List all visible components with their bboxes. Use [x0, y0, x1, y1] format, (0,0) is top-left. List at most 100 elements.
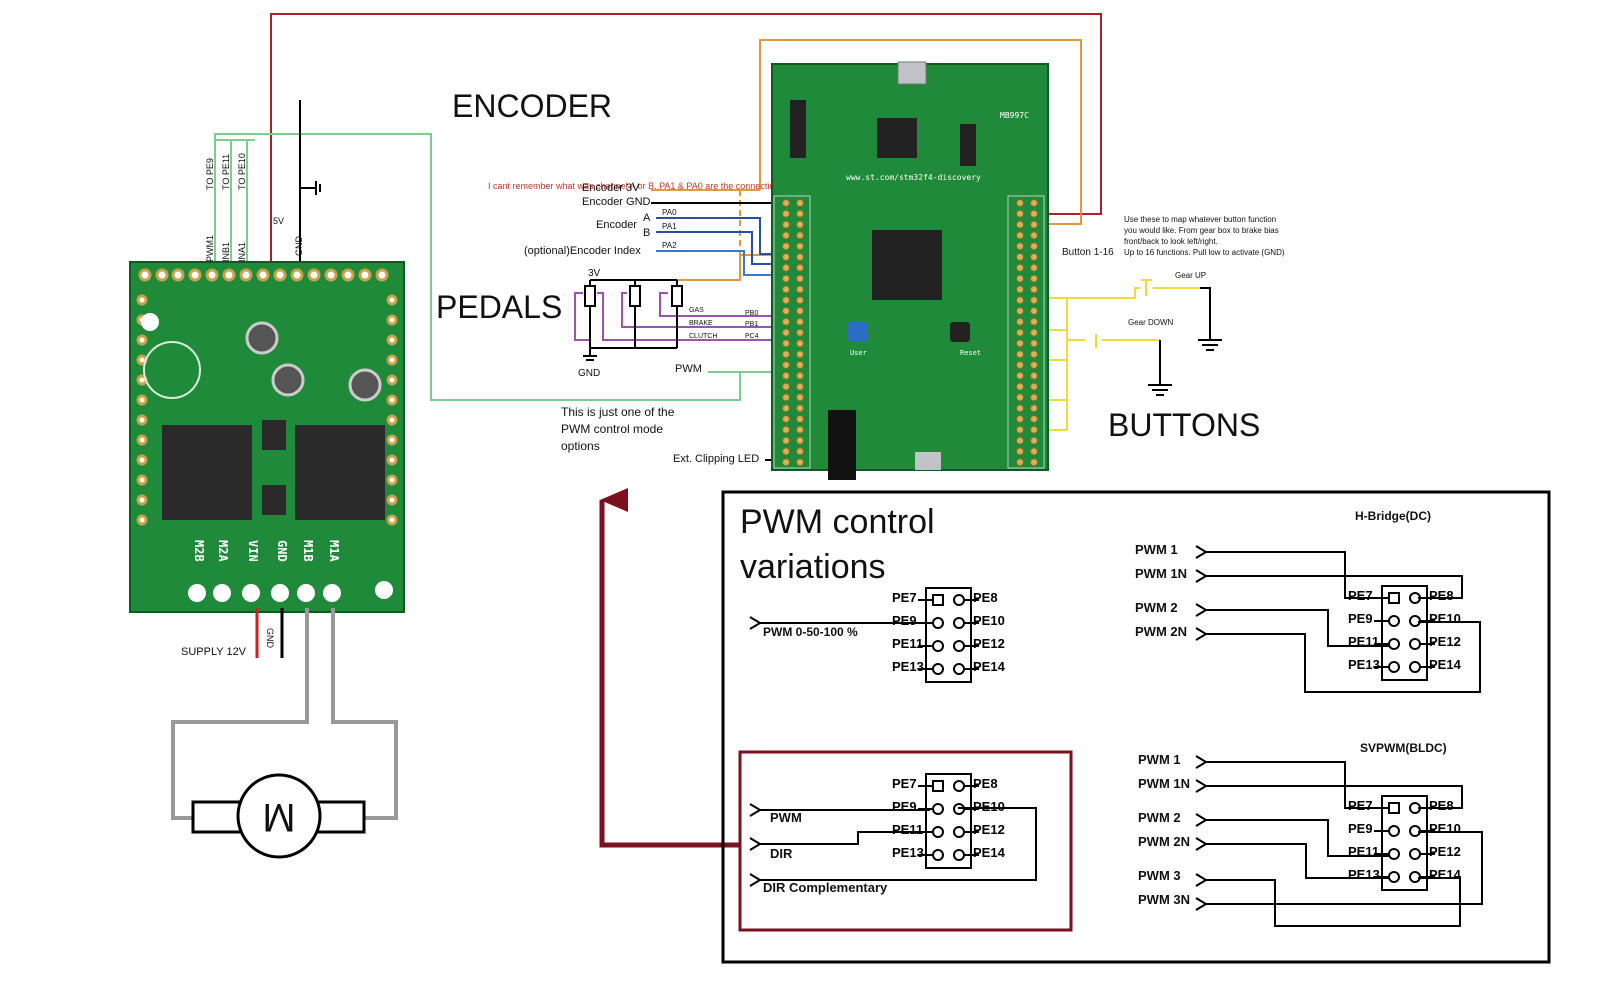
board-pin: [1016, 242, 1024, 251]
label-pb0: PB0: [745, 310, 758, 317]
label-brake: BRAKE: [689, 320, 713, 327]
dir-out-dir-comp: DIR Complementary: [763, 880, 888, 895]
label-supply-gnd: GND: [265, 628, 275, 649]
usb-connector: [897, 61, 927, 85]
board-pin: [796, 361, 804, 369]
board-pin: [782, 209, 790, 218]
board-pin: [1030, 285, 1038, 294]
board-pin: [796, 285, 804, 294]
board-pin: [1030, 371, 1038, 380]
board-pin: [1030, 436, 1038, 445]
board-pin: [1030, 209, 1038, 218]
mosfet: [262, 420, 286, 450]
pwm-variations-box: [721, 490, 1551, 964]
label-enc-index: (optional)Encoder Index: [524, 245, 641, 257]
board-pin: [782, 199, 790, 207]
label-pedal-gnd: GND: [578, 368, 600, 379]
label-3v: 3V: [588, 268, 601, 279]
board-pin: [1030, 274, 1038, 283]
header-pin-label: PE7: [892, 776, 917, 791]
header-pin: [1388, 661, 1400, 673]
board-pin: [796, 393, 804, 402]
board-pin: [782, 447, 790, 456]
driver-label-m1b: M1B: [301, 540, 315, 562]
pwm-note-1: This is just one of the: [561, 405, 675, 419]
micro-usb: [915, 452, 941, 470]
board-pin: [1016, 328, 1024, 337]
board-pin: [796, 231, 804, 240]
header-pin-label: PE9: [892, 613, 917, 628]
mounting-hole: [375, 581, 393, 599]
board-pin: [782, 317, 790, 326]
board-pin: [782, 425, 790, 434]
label-gas: GAS: [689, 307, 704, 314]
board-pin: [796, 220, 804, 229]
dir-out-dir: DIR: [770, 846, 793, 861]
driver-ic-right: [295, 425, 385, 520]
driver-label-gnd: GND: [275, 540, 289, 562]
hbridge-out-pwm2n: PWM 2N: [1135, 624, 1187, 639]
header-pin: [1388, 802, 1400, 814]
header-pin: [953, 780, 965, 792]
header-pin: [932, 617, 944, 629]
header-pin: [1388, 592, 1400, 604]
header-pin: [932, 640, 944, 652]
label-inb1: INB1: [221, 242, 231, 262]
heading-buttons: BUTTONS: [1108, 407, 1260, 443]
label-ina1: INA1: [237, 242, 247, 262]
label-button-range: Button 1-16: [1062, 247, 1114, 258]
label-pc4: PC4: [745, 333, 759, 340]
label-enc-3v: Encoder 3V: [582, 182, 640, 194]
board-url: www.st.com/stm32f4-discovery: [846, 173, 981, 182]
board-pin: [782, 339, 790, 348]
board-pin: [782, 371, 790, 380]
driver-bottom-terminals: [188, 584, 341, 602]
stlink-chip: [877, 118, 917, 158]
header-pin: [953, 640, 965, 652]
board-pin: [796, 253, 804, 261]
header-pin: [1409, 661, 1421, 673]
buttons-note-4: Up to 16 functions. Pull low to activate…: [1124, 248, 1285, 257]
note-channels-text: I cant remember what was channel A or B.…: [488, 181, 784, 191]
board-pin: [796, 436, 804, 445]
board-pin: [1016, 447, 1024, 456]
hbridge-out-pwm1n: PWM 1N: [1135, 566, 1187, 581]
header-pin-label: PE10: [973, 799, 1005, 814]
driver-ic-left: [162, 425, 252, 520]
label-b: B: [643, 227, 650, 239]
header-pin-label: PE13: [892, 659, 924, 674]
board-pin: [1030, 415, 1038, 423]
user-button: [848, 322, 868, 342]
header-pin: [953, 617, 965, 629]
board-pin: [1030, 317, 1038, 326]
board-pin: [1016, 199, 1024, 207]
motor-symbol: M: [191, 773, 366, 859]
dir-variant-box: [738, 750, 1073, 932]
motor-driver-board: M2B M2A VIN GND M1B M1A: [129, 261, 405, 613]
header-pin-label: PE9: [892, 799, 917, 814]
header-pin-label: PE12: [973, 636, 1005, 651]
board-pin: [782, 285, 790, 294]
label-supply: SUPPLY 12V: [181, 646, 247, 658]
board-pin: [1030, 242, 1038, 251]
header-pin-label: PE11: [892, 636, 923, 651]
wire-3v-pedal: [590, 254, 800, 281]
board-pin: [1030, 328, 1038, 337]
discovery-board: www.st.com/stm32f4-discovery MB997C User…: [771, 61, 1049, 480]
label-to-pe10: TO PE10: [237, 153, 247, 190]
header-pin: [953, 663, 965, 675]
header-pin: [1388, 848, 1400, 860]
wire-orange-top: [759, 39, 1082, 225]
board-pin: [1016, 231, 1024, 240]
pwm-note-3: options: [561, 439, 600, 453]
board-pin: [796, 339, 804, 348]
board-pin: [796, 447, 804, 456]
header-pin-label: PE7: [1348, 798, 1373, 813]
label-encoder: Encoder: [596, 219, 637, 231]
driver-top-pin-row: [138, 268, 389, 282]
board-pin: [1030, 382, 1038, 391]
label-5v: 5V: [273, 216, 284, 226]
board-pin: [782, 458, 790, 467]
